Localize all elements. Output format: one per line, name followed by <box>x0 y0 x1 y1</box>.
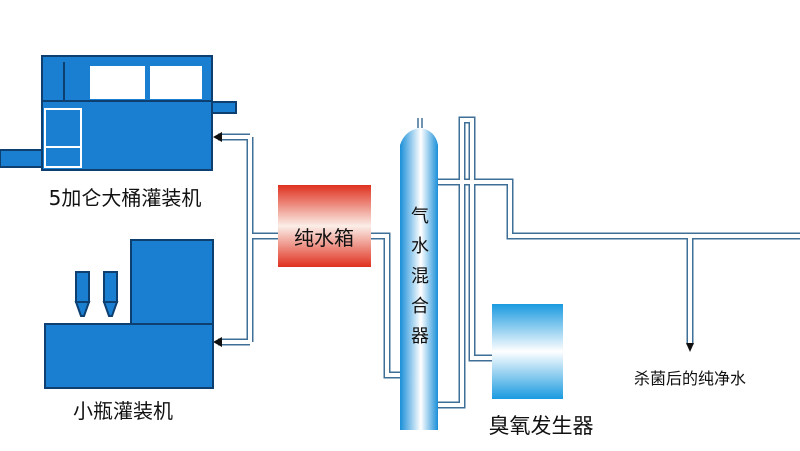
mixer-label-char: 器 <box>411 326 429 347</box>
large-filler-label: 5加仑大桶灌装机 <box>49 186 202 210</box>
pipes <box>213 116 800 409</box>
arrow-to-small-filler-icon <box>213 337 222 347</box>
mixer-label-char: 水 <box>411 236 429 257</box>
ozone-generator <box>492 304 563 399</box>
mixer-label-char: 混 <box>411 266 429 287</box>
small-filler-label: 小瓶灌装机 <box>73 399 173 423</box>
arrow-to-large-filler-icon <box>213 132 222 142</box>
sterilized-water-label: 杀菌后的纯净水 <box>634 369 746 388</box>
mixer-label-char: 气 <box>411 206 429 227</box>
small-bottle-filler <box>44 239 214 389</box>
gas-water-mixer <box>400 118 438 430</box>
pure-water-tank-label: 纯水箱 <box>294 226 354 250</box>
arrow-output-icon <box>686 343 694 352</box>
mixer-label-char: 合 <box>411 296 429 317</box>
ozone-generator-label: 臭氧发生器 <box>489 414 594 438</box>
pure-water-tank <box>278 185 371 267</box>
large-bucket-filler <box>0 55 237 171</box>
